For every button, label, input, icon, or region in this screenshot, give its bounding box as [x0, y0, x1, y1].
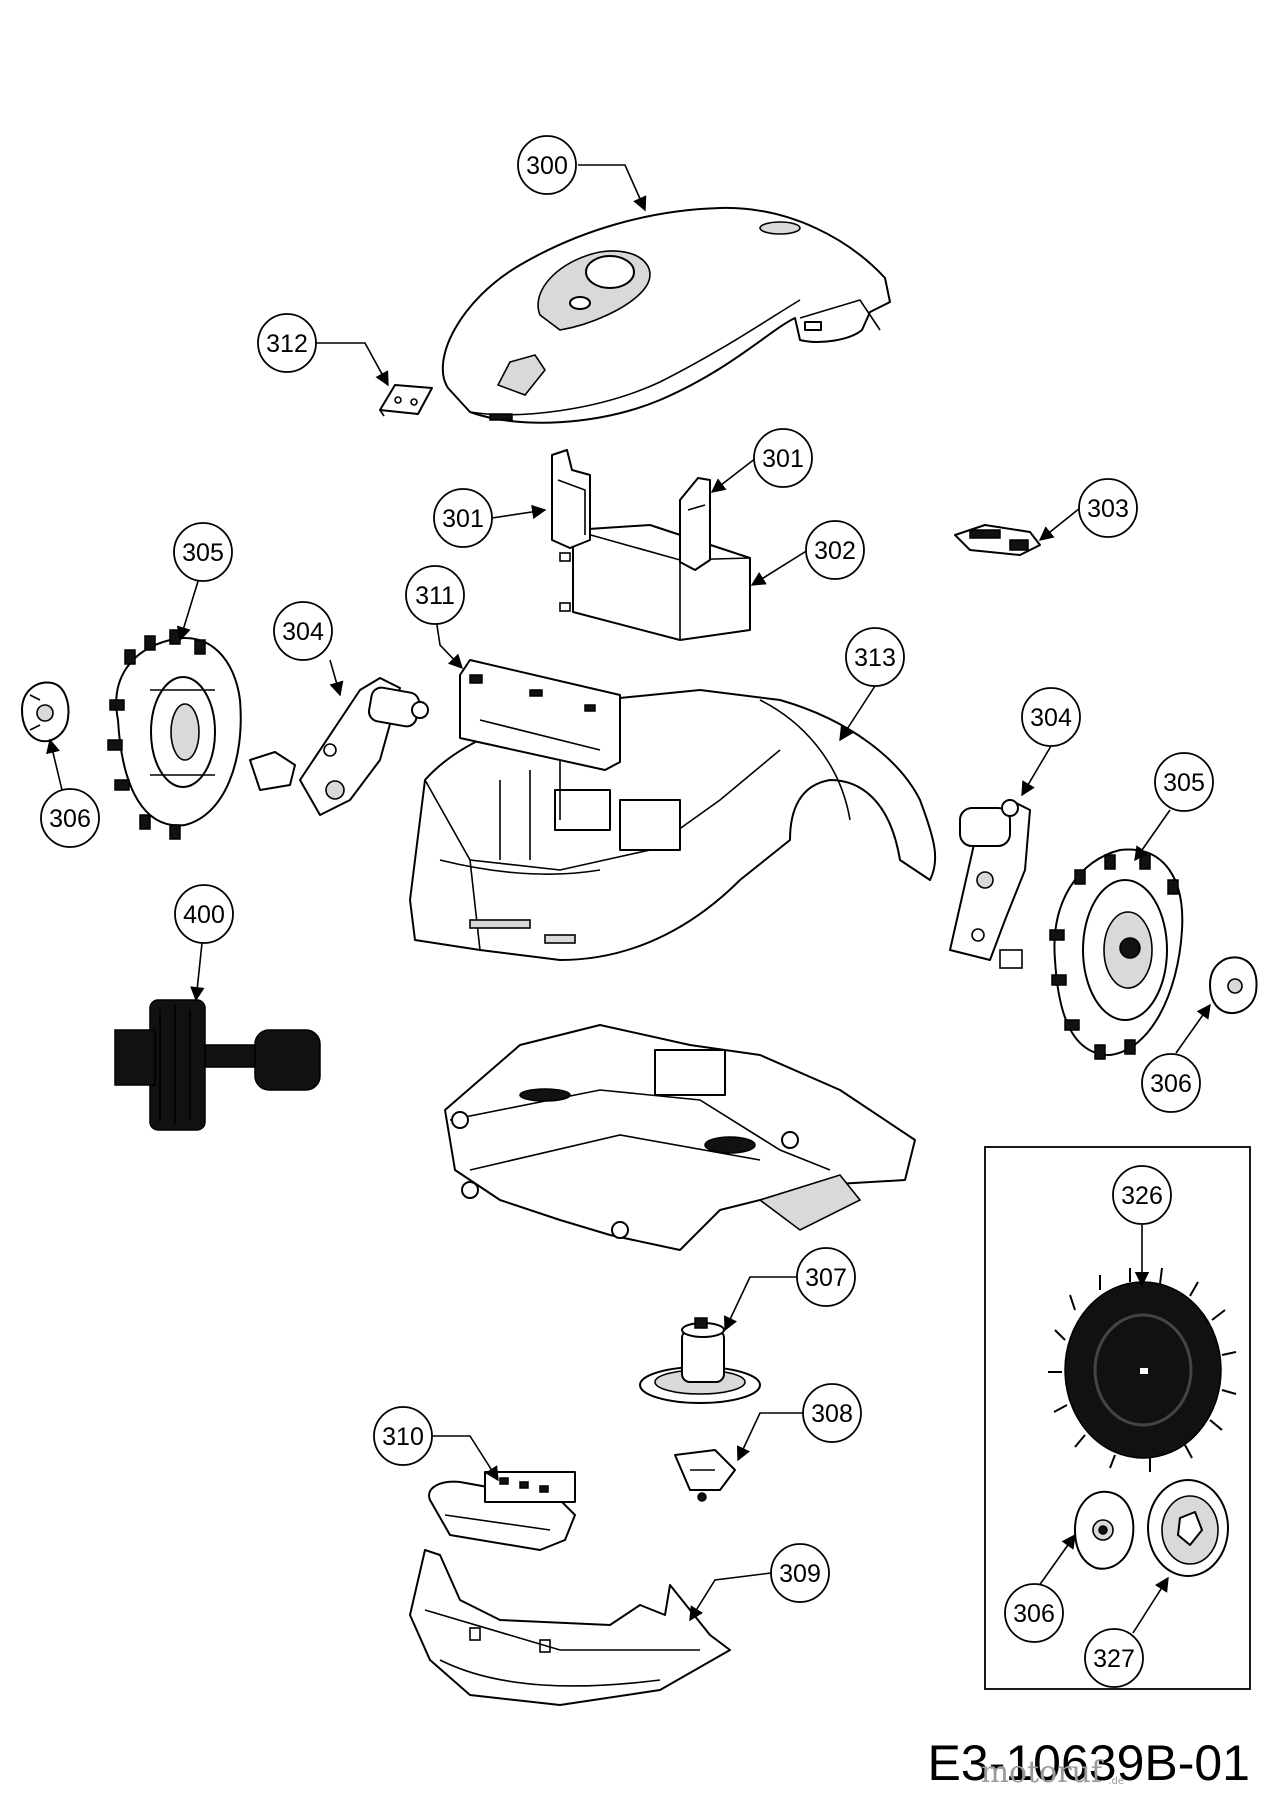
part-310-sensor	[428, 1471, 576, 1551]
svg-text:311: 311	[415, 582, 455, 610]
svg-text:306: 306	[1150, 1070, 1192, 1098]
callout-306-left: 306	[40, 788, 100, 848]
part-326-blade-disc	[1048, 1267, 1237, 1472]
svg-text:304: 304	[1030, 704, 1072, 732]
callout-311: 311	[405, 565, 465, 625]
part-301-bracket-right	[679, 477, 711, 571]
svg-text:312: 312	[266, 330, 308, 358]
svg-text:motoruf: motoruf	[981, 1755, 1104, 1790]
part-307-blade-motor	[639, 1317, 761, 1404]
part-305-left-wheel	[107, 629, 242, 840]
svg-text:301: 301	[762, 445, 804, 473]
part-304-right-motor	[949, 799, 1031, 969]
svg-text:313: 313	[854, 644, 896, 672]
callout-312: 312	[257, 313, 317, 373]
svg-text:308: 308	[811, 1400, 853, 1428]
part-306-kit-hubcap	[1074, 1490, 1135, 1570]
callout-309: 309	[770, 1543, 830, 1603]
svg-text:327: 327	[1093, 1645, 1135, 1673]
callout-308: 308	[802, 1383, 862, 1443]
callout-327: 327	[1084, 1628, 1144, 1688]
callout-306-kit: 306	[1004, 1583, 1064, 1643]
svg-text:.de: .de	[1108, 1776, 1124, 1787]
callout-302: 302	[805, 520, 865, 580]
callout-300: 300	[517, 135, 577, 195]
part-312-clip	[379, 384, 433, 417]
part-313-chassis	[409, 689, 937, 961]
callout-400: 400	[174, 884, 234, 944]
part-302-battery	[559, 524, 751, 641]
svg-text:300: 300	[526, 152, 568, 180]
part-309-front-cover	[409, 1549, 731, 1706]
callout-313: 313	[845, 627, 905, 687]
callout-305-right: 305	[1154, 752, 1214, 812]
callout-326: 326	[1112, 1165, 1172, 1225]
callout-304-left: 304	[273, 601, 333, 661]
callout-304-right: 304	[1021, 687, 1081, 747]
svg-text:306: 306	[1013, 1600, 1055, 1628]
part-306-left-hubcap	[21, 681, 70, 743]
svg-text:302: 302	[814, 537, 856, 565]
callout-301-right: 301	[753, 428, 813, 488]
callout-310: 310	[373, 1406, 433, 1466]
svg-text:400: 400	[183, 901, 225, 929]
callout-305-left: 305	[173, 522, 233, 582]
svg-text:305: 305	[1163, 769, 1205, 797]
svg-text:309: 309	[779, 1560, 821, 1588]
svg-text:310: 310	[382, 1423, 424, 1451]
svg-text:304: 304	[282, 618, 324, 646]
part-305-right-wheel	[1049, 848, 1184, 1060]
part-306-right-hubcap	[1209, 956, 1258, 1014]
part-327-wheel-cap	[1147, 1479, 1229, 1577]
callout-307: 307	[796, 1247, 856, 1307]
part-308-plate	[674, 1449, 736, 1502]
kit-box	[984, 1146, 1251, 1690]
part-303-switch	[954, 524, 1041, 556]
svg-text:307: 307	[805, 1264, 847, 1292]
svg-text:306: 306	[49, 805, 91, 833]
callout-306-right: 306	[1141, 1053, 1201, 1113]
callout-301-left: 301	[433, 488, 493, 548]
part-400-axle	[114, 999, 321, 1131]
document-number: E3-10639B-01	[928, 1735, 1250, 1791]
part-301-bracket-left	[551, 449, 591, 549]
svg-text:303: 303	[1087, 495, 1129, 523]
watermark: motoruf .de	[981, 1755, 1124, 1790]
part-304-left-motor	[249, 677, 429, 816]
part-lift-frame	[444, 1024, 916, 1251]
part-300-top-cover	[441, 206, 891, 424]
part-311-board	[459, 659, 621, 771]
svg-text:305: 305	[182, 539, 224, 567]
svg-text:301: 301	[442, 505, 484, 533]
callout-303: 303	[1078, 478, 1138, 538]
svg-text:326: 326	[1121, 1182, 1163, 1210]
